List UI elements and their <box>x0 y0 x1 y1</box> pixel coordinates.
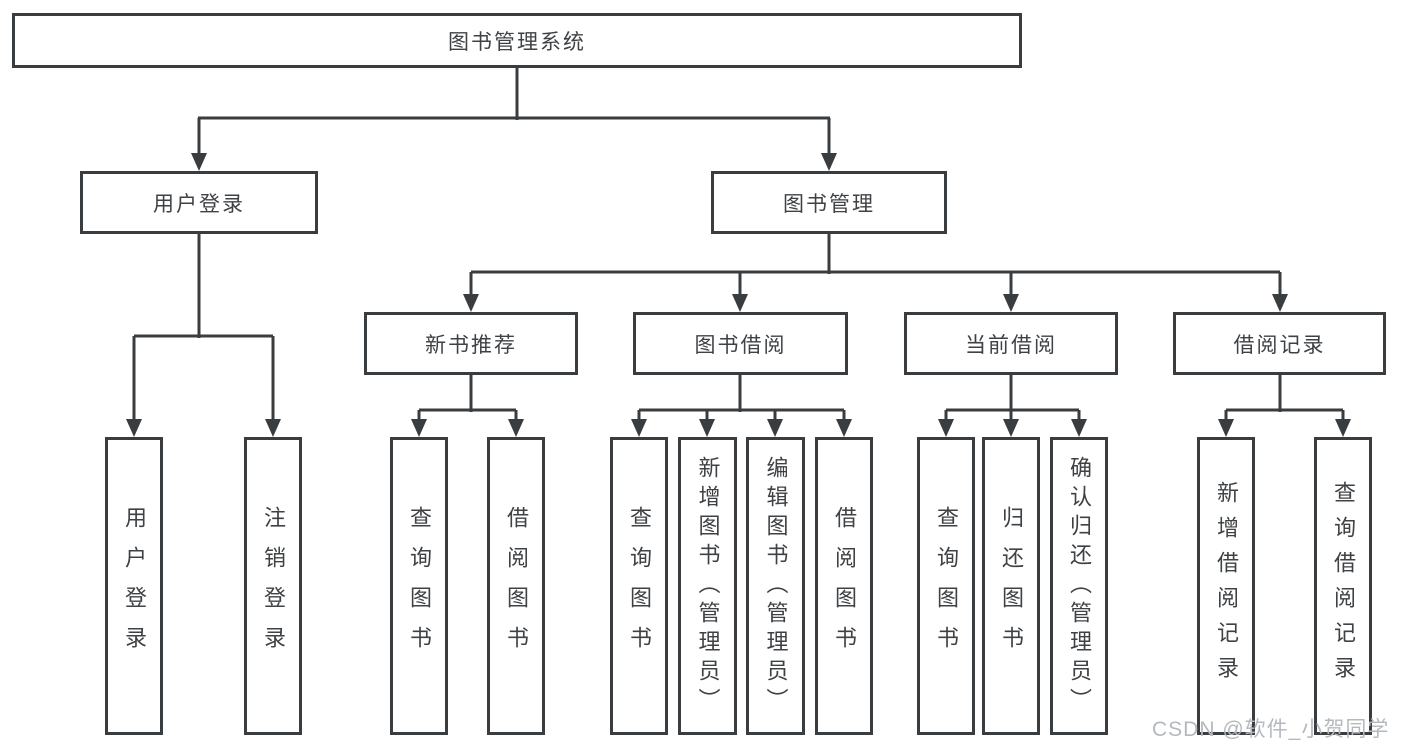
leaf-query-books-recommend: 查询图书 <box>390 437 448 735</box>
node-root-library-system: 图书管理系统 <box>12 13 1022 68</box>
node-label: 用户登录 <box>153 192 245 216</box>
node-current-borrowing: 当前借阅 <box>904 312 1118 375</box>
node-borrowing-records: 借阅记录 <box>1173 312 1386 375</box>
node-book-management-branch: 图书管理 <box>711 171 947 234</box>
leaf-label: 用户登录 <box>122 506 147 666</box>
leaf-label: 新增图书（管理员） <box>695 455 721 717</box>
leaf-confirm-return-admin: 确认归还（管理员） <box>1050 437 1108 735</box>
leaf-user-login: 用户登录 <box>105 437 163 735</box>
leaf-label: 查询图书 <box>934 506 959 666</box>
leaf-label: 确认归还（管理员） <box>1067 455 1092 717</box>
leaf-label: 借阅图书 <box>832 506 857 666</box>
node-book-borrowing: 图书借阅 <box>633 312 848 375</box>
node-label: 新书推荐 <box>425 333 517 357</box>
node-new-book-recommend: 新书推荐 <box>364 312 578 375</box>
leaf-add-borrow-record: 新增借阅记录 <box>1197 437 1255 735</box>
leaf-borrow-books-recommend: 借阅图书 <box>487 437 545 735</box>
node-label: 借阅记录 <box>1233 333 1326 357</box>
node-label: 图书管理系统 <box>448 30 586 54</box>
node-label: 图书借阅 <box>694 333 787 357</box>
leaf-borrow-books-borrowing: 借阅图书 <box>815 437 873 735</box>
leaf-label: 新增借阅记录 <box>1214 481 1239 691</box>
leaf-label: 编辑图书（管理员） <box>763 455 789 717</box>
node-label: 当前借阅 <box>965 333 1057 357</box>
leaf-return-books: 归还图书 <box>982 437 1040 735</box>
leaf-query-borrow-record: 查询借阅记录 <box>1314 437 1372 735</box>
leaf-add-books-admin: 新增图书（管理员） <box>678 437 737 735</box>
leaf-query-books-borrowing: 查询图书 <box>610 437 668 735</box>
node-label: 图书管理 <box>783 192 875 216</box>
node-user-login-branch: 用户登录 <box>80 171 318 234</box>
leaf-edit-books-admin: 编辑图书（管理员） <box>746 437 805 735</box>
leaf-label: 归还图书 <box>999 506 1024 666</box>
leaf-label: 查询借阅记录 <box>1331 481 1356 691</box>
leaf-label: 注销登录 <box>261 506 286 666</box>
csdn-watermark: CSDN @软件_小贺同学 <box>1152 718 1390 741</box>
leaf-query-books-current: 查询图书 <box>917 437 975 735</box>
leaf-label: 查询图书 <box>627 506 652 666</box>
leaf-label: 查询图书 <box>407 506 432 666</box>
leaf-label: 借阅图书 <box>504 506 529 666</box>
leaf-logout: 注销登录 <box>244 437 302 735</box>
